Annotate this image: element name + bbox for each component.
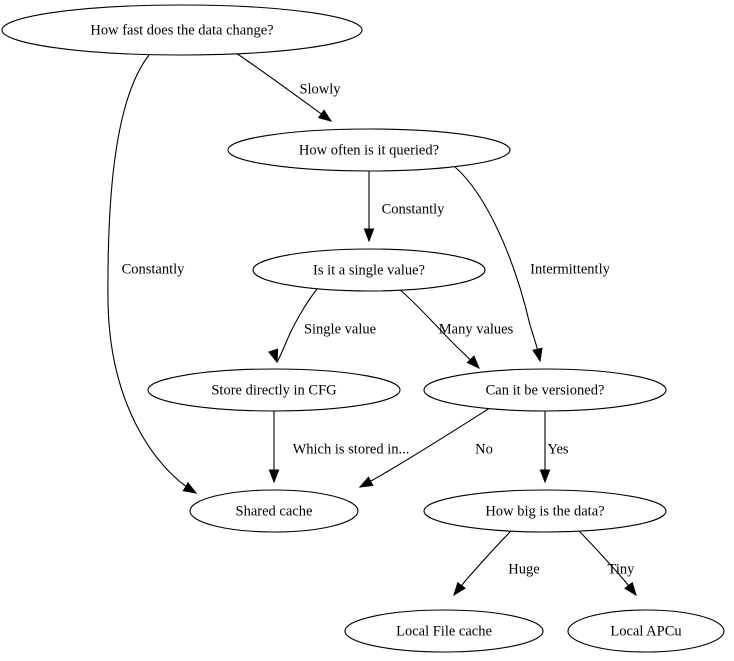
node-label-q-versioned: Can it be versioned? bbox=[486, 382, 605, 398]
node-label-a-store-cfg: Store directly in CFG bbox=[211, 382, 337, 398]
node-q-how-big[interactable]: How big is the data? bbox=[423, 489, 667, 533]
node-shape-q-versioned[interactable] bbox=[423, 368, 667, 412]
node-shape-q-how-big[interactable] bbox=[423, 489, 667, 533]
node-shape-a-shared-cache[interactable] bbox=[189, 489, 359, 533]
edge-change-to-shared bbox=[107, 54, 197, 494]
arrow-change-to-often bbox=[317, 109, 333, 122]
node-a-local-file[interactable]: Local File cache bbox=[344, 609, 544, 653]
arrowhead-triangle bbox=[182, 481, 198, 494]
arrowhead-triangle bbox=[539, 469, 551, 484]
arrowhead-triangle bbox=[317, 109, 333, 122]
edge-label-no: No bbox=[475, 441, 493, 457]
node-shape-q-single-value[interactable] bbox=[252, 248, 486, 292]
arrowhead-triangle bbox=[268, 348, 279, 364]
edge-label-yes: Yes bbox=[547, 441, 568, 457]
node-shape-a-local-apcu[interactable] bbox=[567, 609, 725, 653]
node-q-versioned[interactable]: Can it be versioned? bbox=[423, 368, 667, 412]
arrow-big-to-apcu bbox=[624, 581, 637, 597]
arrow-big-to-file bbox=[453, 581, 466, 597]
edge-label-intermittently: Intermittently bbox=[530, 261, 610, 277]
arrow-often-to-single bbox=[363, 228, 375, 243]
node-a-shared-cache[interactable]: Shared cache bbox=[189, 489, 359, 533]
node-q-change-speed[interactable]: How fast does the data change? bbox=[1, 4, 363, 56]
arrow-single-to-cfg bbox=[268, 348, 279, 364]
node-shape-q-change-speed[interactable] bbox=[1, 4, 363, 56]
edge-label-many-values: Many values bbox=[439, 321, 514, 337]
nodes-layer: How fast does the data change? How often … bbox=[1, 4, 725, 653]
edge-single-to-cfg bbox=[276, 288, 318, 363]
node-a-local-apcu[interactable]: Local APCu bbox=[567, 609, 725, 653]
edge-label-tiny: Tiny bbox=[608, 561, 636, 577]
node-q-query-often[interactable]: How often is it queried? bbox=[227, 128, 511, 172]
edge-labels-layer: SlowlyConstantlyConstantlyIntermittently… bbox=[122, 81, 636, 577]
node-label-q-how-big: How big is the data? bbox=[485, 503, 604, 519]
arrowhead-triangle bbox=[624, 581, 637, 597]
edge-label-which-stored-in: Which is stored in... bbox=[293, 441, 410, 457]
arrowhead-triangle bbox=[532, 347, 543, 363]
edge-label-constantly-left: Constantly bbox=[122, 261, 186, 277]
edge-big-to-file bbox=[453, 529, 513, 596]
arrowhead-triangle bbox=[268, 469, 280, 484]
edge-label-slowly: Slowly bbox=[299, 81, 341, 97]
node-q-single-value[interactable]: Is it a single value? bbox=[252, 248, 486, 292]
node-label-a-local-file: Local File cache bbox=[396, 623, 492, 639]
node-label-q-query-often: How often is it queried? bbox=[299, 142, 439, 158]
arrow-change-to-shared bbox=[182, 481, 198, 494]
node-label-a-shared-cache: Shared cache bbox=[236, 503, 313, 519]
arrow-often-to-versioned bbox=[532, 347, 543, 363]
arrow-single-to-versioned bbox=[466, 355, 480, 370]
edge-often-to-versioned bbox=[454, 166, 541, 362]
node-label-q-single-value: Is it a single value? bbox=[313, 262, 425, 278]
node-shape-q-query-often[interactable] bbox=[227, 128, 511, 172]
node-label-q-change-speed: How fast does the data change? bbox=[90, 22, 273, 38]
arrowheads-layer bbox=[182, 109, 637, 597]
edge-label-single-value: Single value bbox=[304, 321, 376, 337]
node-label-a-local-apcu: Local APCu bbox=[610, 623, 681, 639]
arrow-cfg-to-shared bbox=[268, 469, 280, 484]
arrowhead-triangle bbox=[358, 476, 374, 488]
node-shape-a-store-cfg[interactable] bbox=[147, 368, 401, 412]
node-a-store-cfg[interactable]: Store directly in CFG bbox=[147, 368, 401, 412]
node-shape-a-local-file[interactable] bbox=[344, 609, 544, 653]
arrowhead-triangle bbox=[466, 355, 480, 370]
arrowhead-triangle bbox=[363, 228, 375, 243]
edge-label-constantly-mid: Constantly bbox=[382, 201, 446, 217]
edge-label-huge: Huge bbox=[508, 561, 539, 577]
arrowhead-triangle bbox=[453, 581, 466, 597]
arrow-versioned-to-big bbox=[539, 469, 551, 484]
arrow-versioned-to-shared bbox=[358, 476, 374, 488]
